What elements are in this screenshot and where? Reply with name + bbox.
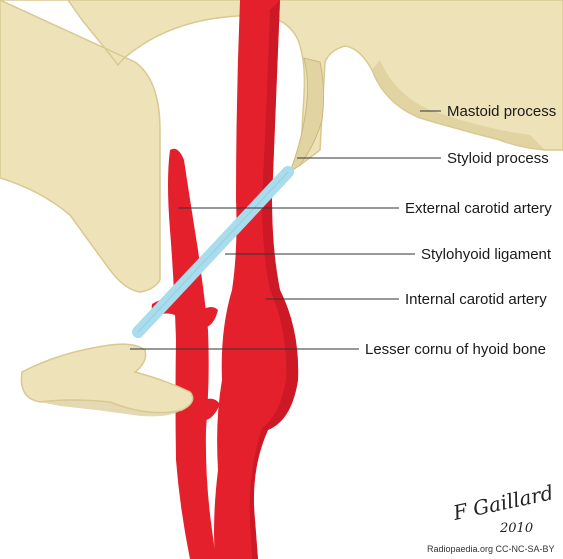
label-internal-carotid-artery: Internal carotid artery: [405, 291, 547, 308]
external-carotid-artery: [152, 149, 220, 559]
credit-text: Radiopaedia.org CC-NC-SA-BY: [427, 544, 555, 554]
internal-carotid-artery: [214, 0, 298, 559]
styloid-process: [290, 58, 324, 172]
branch-mid: [202, 307, 218, 328]
label-lesser-cornu: Lesser cornu of hyoid bone: [365, 341, 546, 358]
signature: F Gaillard 2010 Radiopaedia.org CC-NC-SA…: [427, 480, 555, 554]
external-carotid-trunk: [168, 149, 216, 559]
label-styloid-process: Styloid process: [447, 150, 549, 167]
hyoid-bone: [21, 344, 192, 416]
label-external-carotid-artery: External carotid artery: [405, 200, 552, 217]
branch-lower-right: [204, 399, 220, 420]
label-mastoid-process: Mastoid process: [447, 103, 556, 120]
signature-name: F Gaillard: [450, 480, 555, 525]
signature-year: 2010: [499, 521, 533, 536]
label-stylohyoid-ligament: Stylohyoid ligament: [421, 246, 552, 263]
